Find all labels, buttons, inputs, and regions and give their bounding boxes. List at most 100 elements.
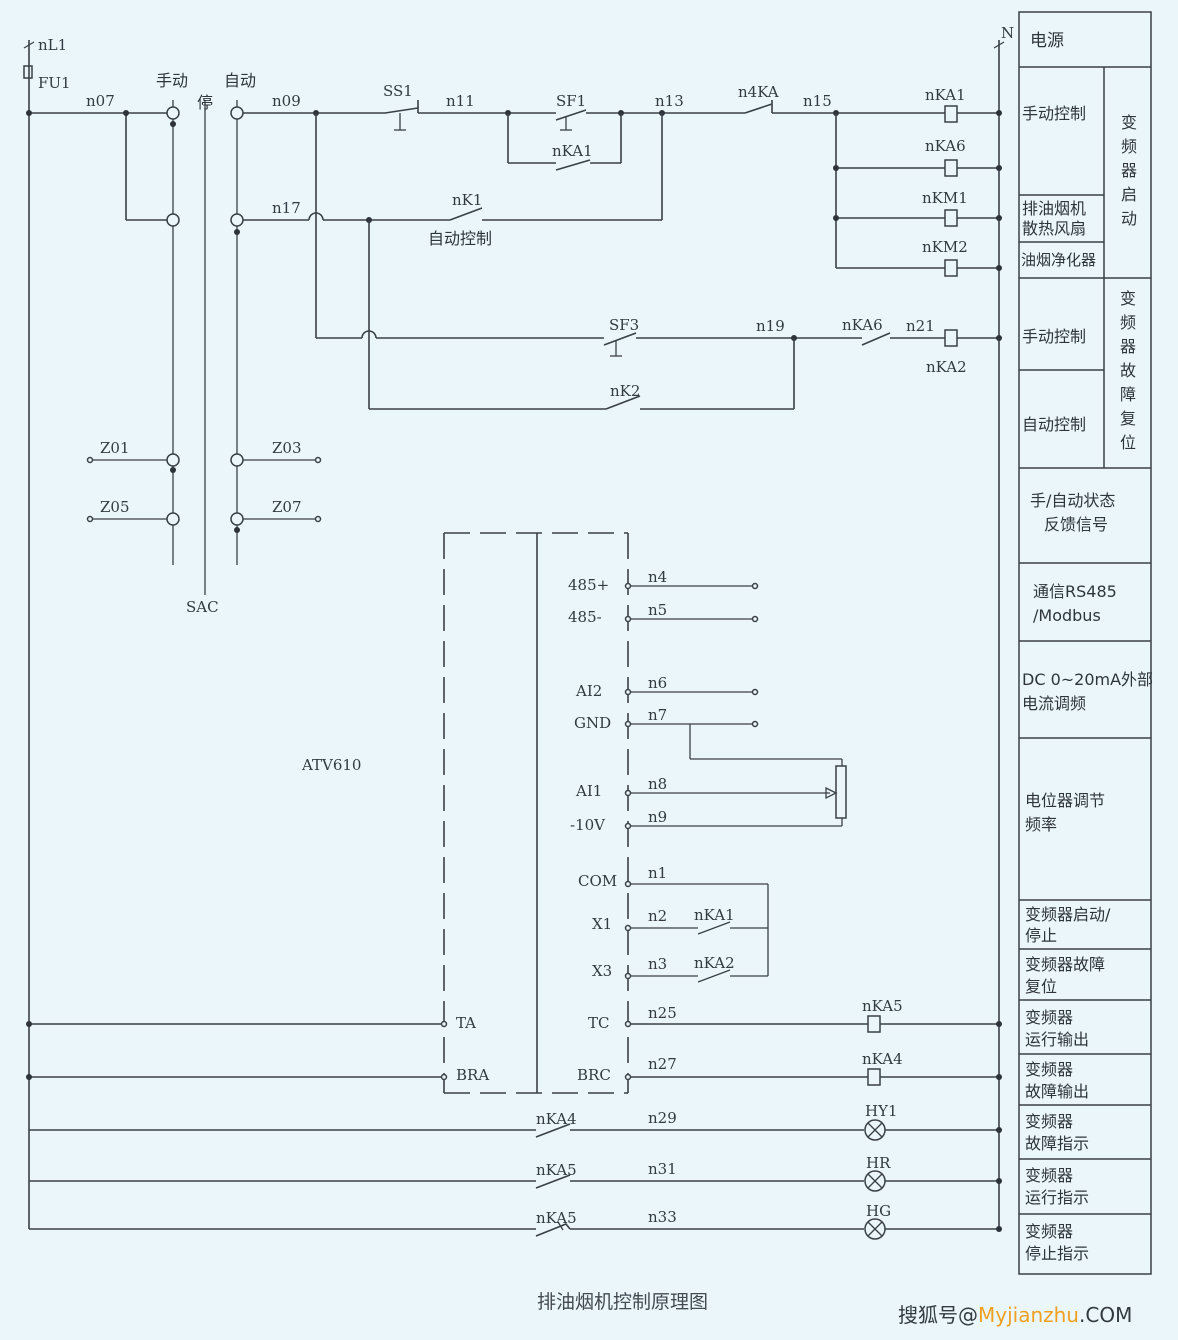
terminal-485p: 485+ [568, 576, 609, 594]
nka1-hold-label: nKA1 [552, 142, 593, 160]
coil-nka2-label: nKA2 [926, 358, 967, 376]
legend-auto-control: 自动控制 [1022, 415, 1086, 434]
watermark-site: Myjianzhu [978, 1303, 1079, 1327]
coil-nka1-label: nKA1 [925, 86, 966, 104]
terminal-brc: BRC [577, 1066, 611, 1084]
lamp-hy1-label: HY1 [865, 1102, 898, 1120]
switch-outputs: Z01 Z05 Z03 Z07 [86, 439, 322, 523]
legend-vfd-reset: 变频器故障复位 [1025, 955, 1105, 996]
legend-manual-control-2: 手动控制 [1022, 327, 1086, 346]
legend-group-reset: 变频器故障复位 [1120, 289, 1136, 452]
node-n19: n19 [756, 317, 785, 335]
node-n31: n31 [648, 1160, 677, 1178]
auto-control-circuit: n17 nK1 自动控制 [243, 113, 663, 338]
diagram-caption: 排油烟机控制原理图 [537, 1291, 708, 1313]
terminal-z05: Z05 [100, 498, 130, 516]
terminal-m10v: -10V [570, 816, 606, 834]
node-n9: n9 [648, 808, 667, 826]
terminal-x1: X1 [592, 915, 612, 933]
node-n1: n1 [648, 864, 667, 882]
vfd-model-label: ATV610 [301, 756, 361, 774]
legend-comm: 通信RS485/Modbus [1033, 582, 1117, 625]
coil-nkm1-label: nKM1 [922, 189, 968, 207]
terminal-bra: BRA [456, 1066, 489, 1084]
legend-table: 电源 手动控制 排油烟机 散热风扇 油烟净化器 变频器启动 手动控制 自动控制 … [1018, 11, 1153, 1275]
node-n6: n6 [648, 674, 667, 692]
coil-nkm2 [944, 259, 958, 277]
lamp-hr-label: HR [866, 1154, 891, 1172]
sf1-label: SF1 [556, 92, 586, 110]
vfd-atv610: ATV610 485+ 485- AI2 GND AI1 -10V COM X1… [301, 532, 847, 1094]
nka5-lamp2-label: nKA5 [536, 1209, 577, 1227]
auto-control-note: 自动控制 [428, 229, 492, 248]
start-circuit: n09 SS1 n11 SF1 n13 nKA1 n4KA n15 [243, 82, 1002, 277]
supply-rails: nL1 FU1 N [23, 24, 1014, 1229]
terminal-ai1: AI1 [575, 782, 602, 800]
node-n27: n27 [648, 1055, 677, 1073]
legend-vfd-start-stop: 变频器启动/停止 [1025, 905, 1111, 945]
coil-nka5-label: nKA5 [862, 997, 903, 1015]
terminal-tc: TC [588, 1014, 609, 1032]
coil-nka4 [867, 1068, 881, 1086]
node-n7: n7 [648, 706, 667, 724]
legend-power: 电源 [1030, 31, 1064, 51]
coil-nkm2-label: nKM2 [922, 238, 968, 256]
coil-nka2 [944, 329, 958, 347]
n4ka-label: n4KA [738, 83, 779, 101]
node-n21: n21 [906, 317, 935, 335]
nka2-x3-label: nKA2 [694, 954, 735, 972]
watermark-prefix: 搜狐号@ [898, 1303, 978, 1327]
coil-nka6-label: nKA6 [925, 137, 966, 155]
node-n15: n15 [803, 92, 832, 110]
selector-switch-sac: 手动 停 自动 SAC n07 [26, 71, 256, 616]
reset-circuit: SF3 n19 nKA6 n21 nKA2 nK2 [316, 220, 1002, 410]
node-n29: n29 [648, 1109, 677, 1127]
legend-group-start: 变频器启动 [1121, 113, 1137, 228]
legend-fault-ind: 变频器故障指示 [1025, 1112, 1089, 1153]
coil-nka4-label: nKA4 [862, 1050, 903, 1068]
lamp-hg-label: HG [866, 1202, 891, 1220]
node-n17: n17 [272, 199, 301, 217]
legend-manual-control-1: 手动控制 [1022, 104, 1086, 123]
node-n33: n33 [648, 1208, 677, 1226]
legend-fan-line-1: 排油烟机 [1022, 199, 1086, 218]
node-n07: n07 [86, 92, 115, 110]
legend-run-out: 变频器运行输出 [1025, 1008, 1089, 1049]
phase-label: nL1 [38, 36, 67, 54]
legend-fan: 排油烟机 散热风扇 [1022, 199, 1091, 238]
switch-stop-label: 停 [197, 93, 213, 112]
fuse-symbol [23, 65, 33, 79]
node-n2: n2 [648, 907, 667, 925]
nka6-contact-label: nKA6 [842, 316, 883, 334]
terminal-ta: TA [456, 1014, 476, 1032]
terminal-z01: Z01 [100, 439, 130, 457]
legend-purifier: 油烟净化器 [1021, 251, 1096, 269]
nka5-lamp-label: nKA5 [536, 1161, 577, 1179]
legend-fault-out: 变频器故障输出 [1025, 1060, 1089, 1101]
node-n5: n5 [648, 601, 667, 619]
neutral-label: N [1001, 24, 1014, 42]
node-n8: n8 [648, 775, 667, 793]
terminal-ai2: AI2 [575, 682, 602, 700]
legend-dc: DC 0~20mA外部电流调频 [1022, 670, 1153, 713]
legend-pot: 电位器调节频率 [1025, 791, 1105, 834]
coil-nka5 [867, 1015, 881, 1033]
node-n4: n4 [648, 568, 667, 586]
node-n11: n11 [446, 92, 475, 110]
terminal-gnd: GND [574, 714, 611, 732]
node-n3: n3 [648, 955, 667, 973]
nka4-lamp-label: nKA4 [536, 1110, 577, 1128]
legend-fan-line-2: 散热风扇 [1022, 219, 1086, 238]
watermark-suffix: .COM [1079, 1303, 1132, 1327]
nk2-label: nK2 [610, 382, 640, 400]
switch-auto-label: 自动 [224, 71, 256, 90]
node-n13: n13 [655, 92, 684, 110]
node-n09: n09 [272, 92, 301, 110]
terminal-com: COM [578, 872, 617, 890]
nka1-x1-label: nKA1 [694, 906, 735, 924]
coil-nka1 [944, 105, 958, 123]
terminal-z07: Z07 [272, 498, 302, 516]
legend-stop-ind: 变频器停止指示 [1025, 1222, 1089, 1263]
potentiometer [835, 765, 847, 819]
